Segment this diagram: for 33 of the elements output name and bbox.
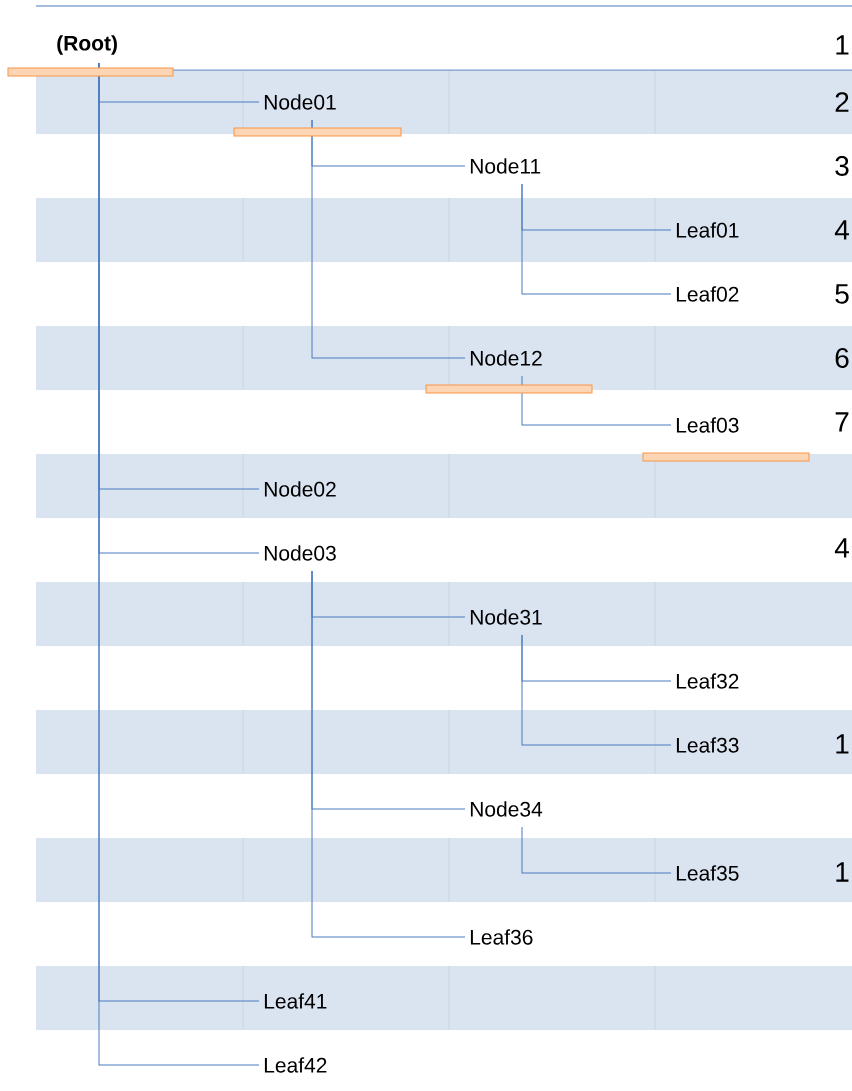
row-number: 3 [835,156,849,176]
connector [521,183,672,295]
node-label: Node03 [264,545,336,561]
node-label: Leaf36 [470,929,533,945]
row-number: 7 [835,412,849,432]
node-label: Leaf32 [676,673,739,689]
row-number: 4 [834,538,849,558]
node-label: Node01 [264,94,336,110]
node-label: Node11 [470,158,541,174]
node-label: Node31 [470,609,542,625]
node-label: Leaf03 [676,417,739,433]
row-number: 1 [836,35,849,55]
row-number: 4 [834,220,849,240]
connector [311,570,466,938]
row-number: 1 [836,862,849,882]
connector [521,375,672,426]
connector [521,634,672,746]
row-number: 5 [835,284,849,304]
root-label: (Root) [57,35,117,55]
connector [521,826,672,874]
node-label: Leaf01 [676,222,739,238]
node-label: Node02 [264,481,336,497]
connector [311,119,466,359]
node-label: Leaf33 [676,737,739,753]
row-number: 2 [835,92,849,112]
node-label: Leaf35 [676,865,739,881]
node-label: Leaf02 [676,286,739,302]
node-label: Leaf41 [264,993,327,1009]
node-label: Leaf42 [264,1057,327,1073]
row-number: 6 [835,348,849,368]
row-number: 1 [836,734,849,754]
node-label: Node12 [470,350,542,366]
node-label: Node34 [470,801,543,817]
